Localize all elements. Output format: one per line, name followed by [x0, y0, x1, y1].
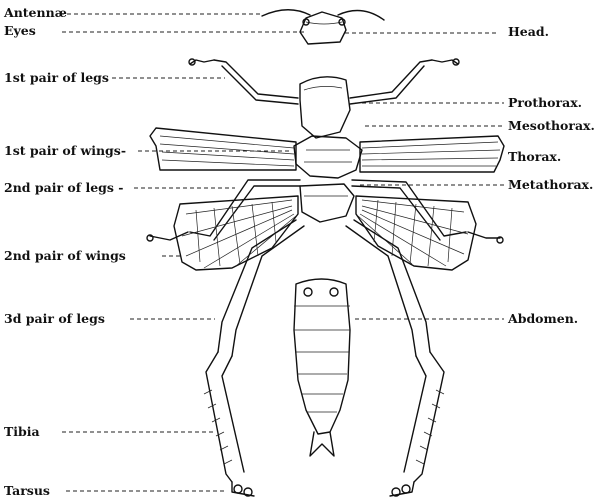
label-mesothorax: Mesothorax.: [508, 119, 595, 133]
abdomen: [294, 279, 350, 456]
label-tarsus: Tarsus: [4, 484, 50, 498]
label-metathorax: Metathorax.: [508, 178, 593, 192]
label-legs-pair-2: 2nd pair of legs -: [4, 181, 124, 195]
legs-pair-2: [147, 180, 503, 243]
prothorax: [300, 77, 350, 138]
head: [300, 12, 346, 44]
antennae: [262, 10, 384, 20]
label-wings-pair-2: 2nd pair of wings: [4, 249, 126, 263]
label-thorax: Thorax.: [508, 150, 561, 164]
label-antennae: Antennæ: [4, 6, 67, 20]
label-prothorax: Prothorax.: [508, 96, 582, 110]
legs-pair-1: [189, 59, 459, 104]
metathorax: [300, 184, 354, 222]
label-legs-pair-3: 3d pair of legs: [4, 312, 105, 326]
label-head: Head.: [508, 25, 549, 39]
legs-pair-3-left: [204, 220, 304, 496]
leader-lines-right: [345, 33, 504, 319]
label-legs-pair-1: 1st pair of legs: [4, 71, 109, 85]
label-eyes: Eyes: [4, 24, 36, 38]
legs-pair-3-right: [346, 220, 444, 496]
label-tibia: Tibia: [4, 425, 40, 439]
label-wings-pair-1: 1st pair of wings-: [4, 144, 126, 158]
mesothorax: [294, 136, 362, 178]
label-abdomen: Abdomen.: [508, 312, 578, 326]
